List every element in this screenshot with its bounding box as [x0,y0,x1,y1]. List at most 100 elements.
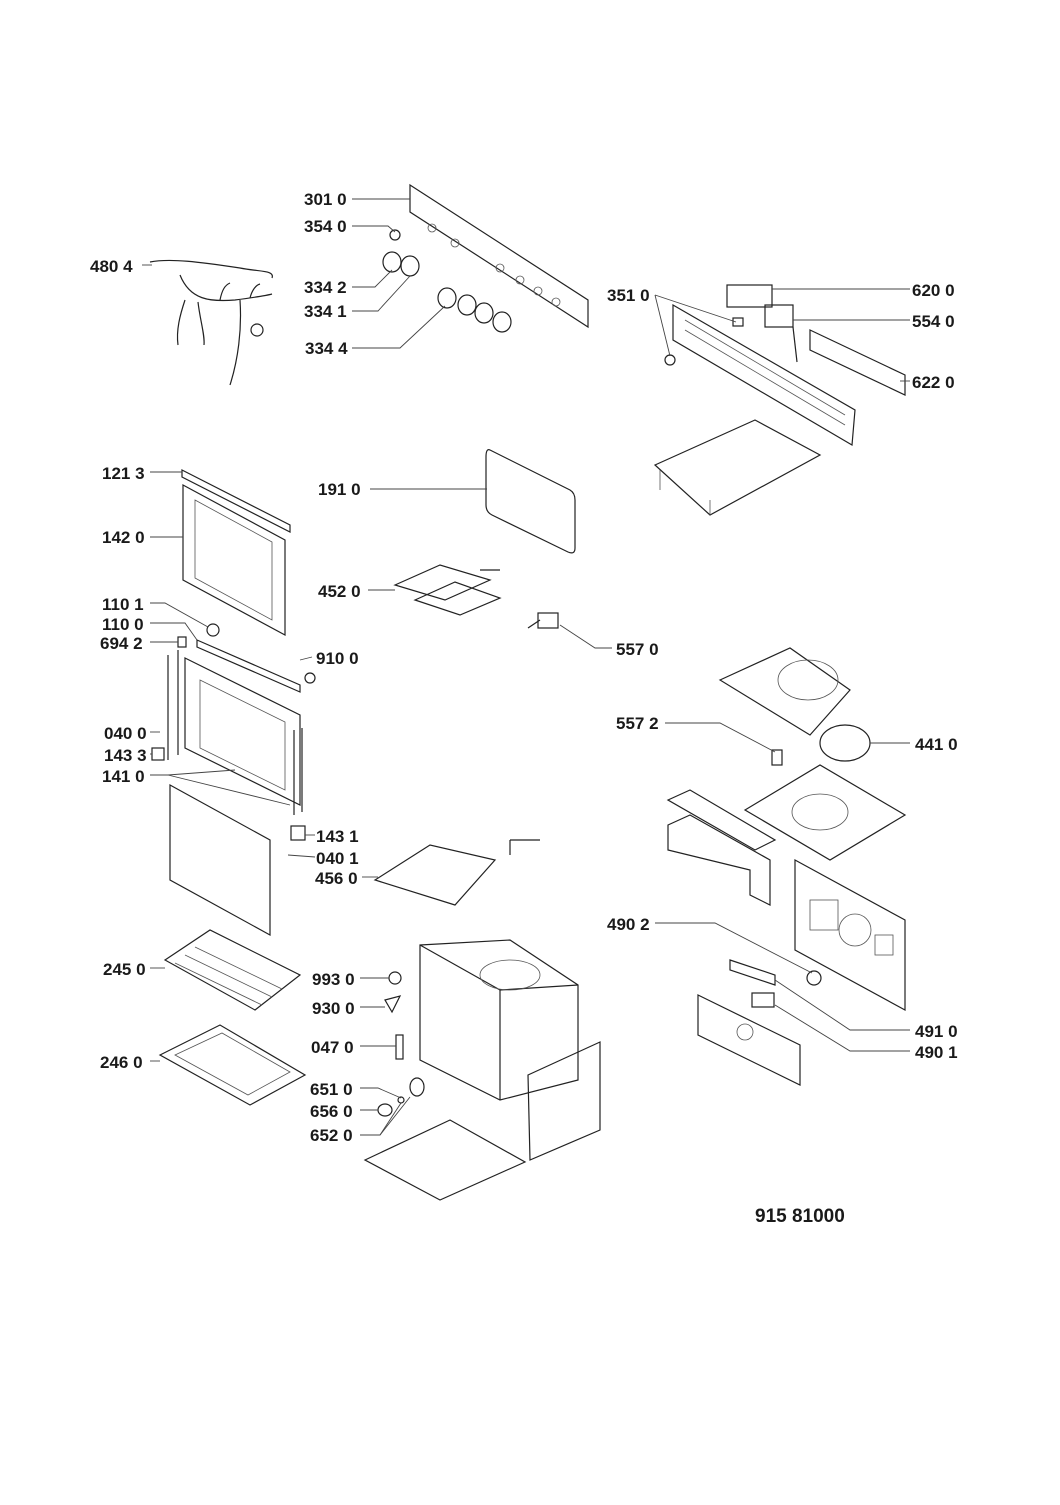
part-label-110-1: 110 1 [102,595,144,614]
door-top-trim [181,469,291,533]
grill-heating-element [393,564,502,616]
part-label-246-0: 246 0 [100,1053,143,1072]
hinge-clip-694 [177,636,187,648]
hinge-143-3 [151,747,165,761]
fan-cover [718,647,851,736]
switch-block-622 [809,329,906,396]
leader-334-1 [352,275,411,312]
lamp-parts-651-656 [377,1077,425,1117]
part-047 [395,1034,404,1060]
part-label-354-0: 354 0 [304,217,347,236]
bottom-plate [363,1119,527,1201]
part-label-652-0: 652 0 [310,1126,353,1145]
oven-door-seal [485,449,576,554]
part-label-557-2: 557 2 [616,714,659,733]
part-label-334-1: 334 1 [304,302,347,321]
leader-490-1 [774,1004,910,1052]
part-930 [384,995,402,1014]
part-label-452-0: 452 0 [318,582,361,601]
part-label-620-0: 620 0 [912,281,955,300]
part-label-301-0: 301 0 [304,190,347,209]
leader-557-2 [665,722,776,753]
bumper-910 [304,672,316,684]
hinge-143-1 [290,825,306,841]
terminal-block-491 [729,959,776,986]
selector-switch-620 [726,284,773,308]
leader-490-2 [655,922,813,974]
part-993 [388,971,402,985]
part-label-490-1: 490 1 [915,1043,958,1062]
leader-491-0 [774,979,910,1031]
wire-shelf-245 [163,929,302,1011]
side-ducts [666,789,777,906]
baking-tray-246 [158,1024,307,1106]
part-label-441-0: 441 0 [915,735,958,754]
oven-cavity [419,939,579,1101]
part-label-334-2: 334 2 [304,278,347,297]
part-label-141-0: 141 0 [102,767,145,786]
leader-110-0 [150,622,198,641]
oven-lamp-557-0 [527,612,559,629]
leader-141-0b [167,774,291,806]
leader-334-2 [352,269,393,288]
part-label-040-0: 040 0 [104,724,147,743]
leader-141-0a [150,769,236,776]
oven-front-frame [527,1041,601,1161]
part-label-993-0: 993 0 [312,970,355,989]
part-label-142-0: 142 0 [102,528,145,547]
control-panel-fascia [409,183,589,329]
part-label-191-0: 191 0 [318,480,361,499]
part-label-351-0: 351 0 [607,286,650,305]
part-label-910-0: 910 0 [316,649,359,668]
leader-910-0 [299,656,313,661]
leader-334-4 [352,305,446,349]
part-label-143-3: 143 3 [104,746,147,765]
outer-door-glass [182,483,286,637]
bottom-heating-element [373,839,540,906]
leader-354-0 [352,225,396,233]
leader-040-1 [287,854,316,858]
part-label-651-0: 651 0 [310,1080,353,1099]
rear-insulation-plate [743,764,907,861]
drawing-code: 915 81000 [755,1206,845,1227]
part-label-554-0: 554 0 [912,312,955,331]
rear-panel [794,858,906,1012]
connector-490-1 [751,992,775,1008]
part-label-245-0: 245 0 [103,960,146,979]
leader-110-1 [150,602,209,628]
part-label-557-0: 557 0 [616,640,659,659]
thermostat-554 [764,304,798,363]
inner-glass-lower [169,783,271,937]
cooling-duct-cover [653,419,822,516]
control-bracket [672,303,856,446]
part-label-490-2: 490 2 [607,915,650,934]
inner-door-glass-assembly [167,650,303,815]
bumper-110-1 [206,623,220,637]
fan-motor-441 [819,724,871,762]
part-label-047-0: 047 0 [311,1038,354,1057]
part-label-491-0: 491 0 [915,1022,958,1041]
knobs-334-4 [437,287,512,333]
part-label-121-3: 121 3 [102,464,145,483]
part-label-110-0: 110 0 [102,615,144,634]
part-label-040-1: 040 1 [316,849,359,868]
part-label-143-1: 143 1 [316,827,359,846]
door-handle-bar [196,639,301,693]
part-label-334-4: 334 4 [305,339,348,358]
knobs-334-2-1 [382,251,420,277]
terminal-490-2 [806,970,822,986]
leader-351-0b [654,294,671,357]
wiring-harness [149,259,273,386]
leader-651-0 [360,1087,402,1099]
knob-small-354 [389,229,401,241]
sensor-557-2 [771,749,783,766]
leader-557-0 [559,624,612,649]
part-label-622-0: 622 0 [912,373,955,392]
leader-652-0b [379,1102,402,1136]
base-bracket [697,994,801,1086]
part-label-456-0: 456 0 [315,869,358,888]
part-label-656-0: 656 0 [310,1102,353,1121]
part-label-694-2: 694 2 [100,634,143,653]
